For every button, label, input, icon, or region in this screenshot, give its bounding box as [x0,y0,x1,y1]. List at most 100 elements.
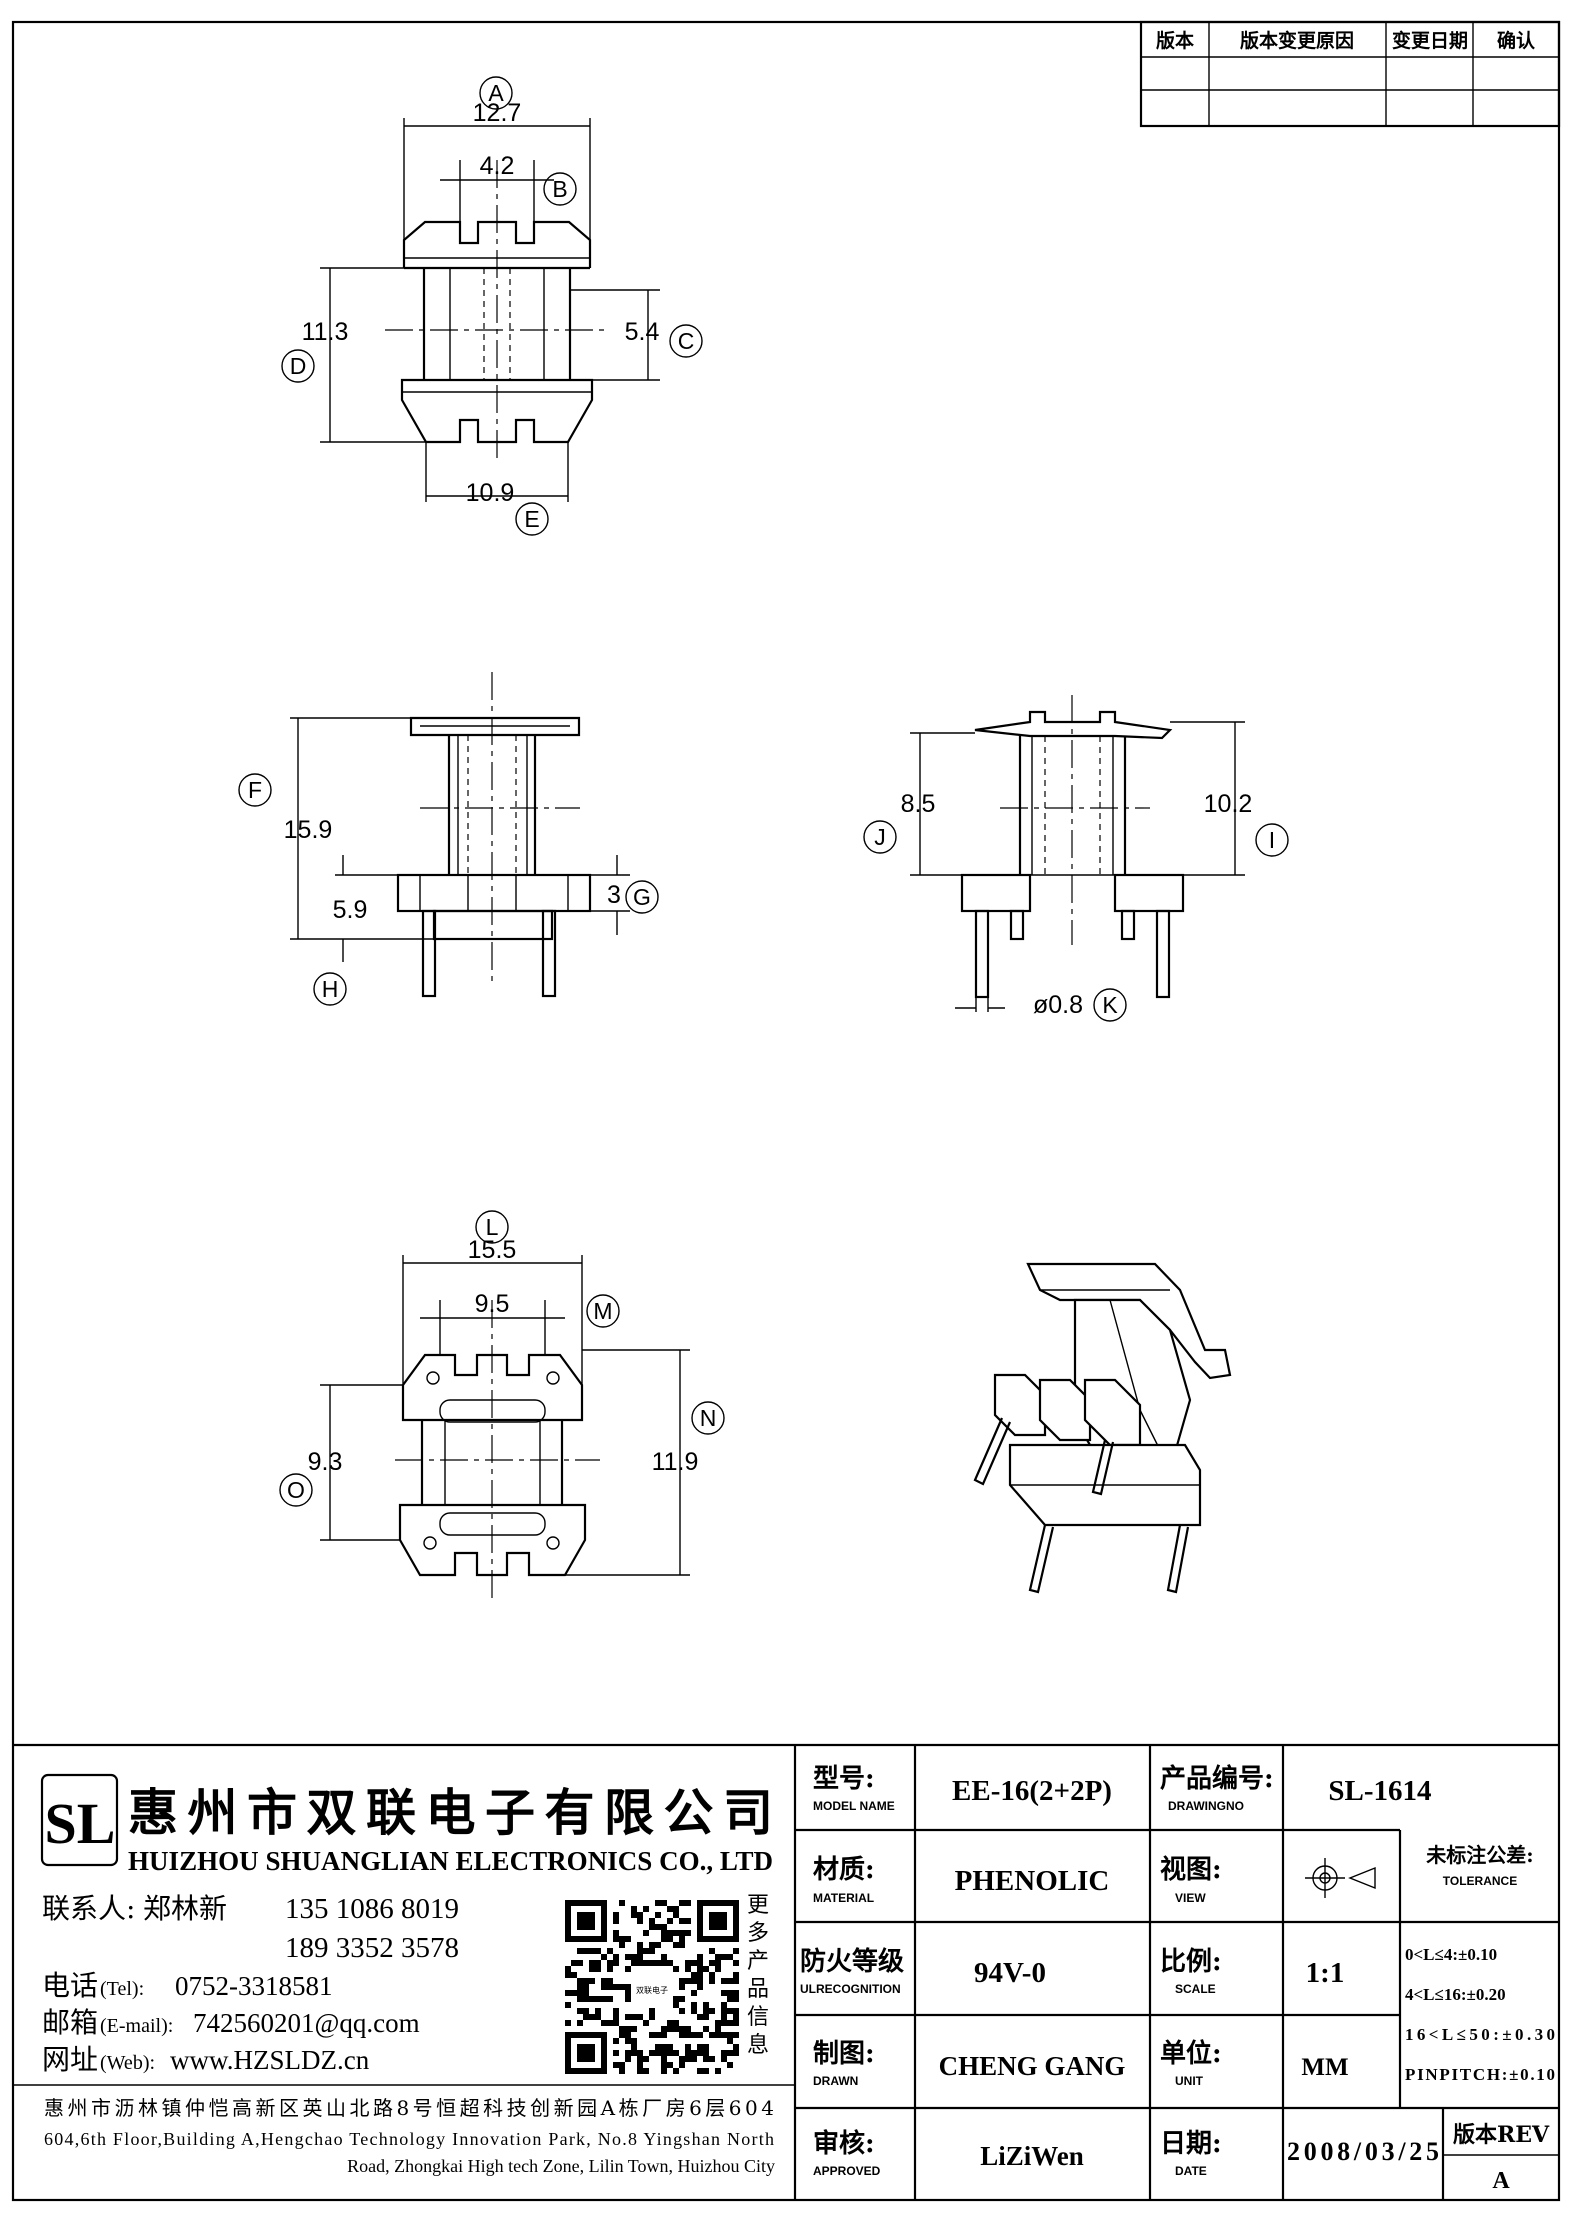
svg-text:(Web):: (Web): [100,2052,155,2074]
scale-value: 1:1 [1306,1957,1345,1989]
svg-text:ULRECOGNITION: ULRECOGNITION [800,1982,901,1996]
callout-e [515,502,549,536]
svg-text:VIEW: VIEW [1175,1891,1206,1905]
callout-l [475,1210,509,1244]
callout-b [543,172,577,206]
dim-h-value: 5.9 [333,896,368,924]
callout-h [313,972,347,1006]
svg-text:DATE: DATE [1175,2164,1207,2178]
date-value: 2008/03/25 [1287,2137,1439,2166]
approved-value: LiZiWen [980,2141,1084,2171]
callout-n [691,1401,725,1435]
callout-c [669,324,703,358]
company-name-cn: 惠州市双联电子有限公司 [128,1783,773,1842]
svg-text:D: D [290,353,307,379]
svg-text:SL: SL [45,1791,116,1856]
front-view: 15.9 F 5.9 H 3 G [238,672,659,1006]
scale-label: 比例: [1160,1947,1222,1977]
dim-g-value: 3 [607,881,621,909]
tolerance-1: 0<L≤4:±0.10 [1405,1945,1497,1964]
top-view: 12.7 A 4.2 B 11.3 D 5.4 C 10.9 E [281,76,703,536]
callout-f [238,773,272,807]
dim-n-value: 11.9 [652,1448,699,1476]
svg-text:MATERIAL: MATERIAL [813,1891,874,1905]
contact-name: 郑林新 [143,1892,227,1925]
svg-text:I: I [1269,827,1275,853]
svg-text:G: G [633,884,651,910]
svg-text:MODEL NAME: MODEL NAME [813,1799,895,1813]
rev-value: A [1492,2168,1510,2194]
dim-b-value: 4.2 [480,152,515,180]
qr-code: 双联电子 [565,1900,739,2074]
projection-symbol [1305,1858,1376,1898]
rev-header-confirm: 确认 [1497,29,1535,52]
callout-g [625,880,659,914]
web-value: www.HZSLDZ.cn [170,2045,370,2075]
callout-i [1255,823,1289,857]
rev-header-reason: 版本变更原因 [1240,29,1354,52]
tolerance-3: 16<L≤50:±0.30 [1405,2025,1555,2044]
company-info: SL 惠州市双联电子有限公司 HUIZHOU SHUANGLIAN ELECTR… [13,1773,795,2176]
rev-label: 版本REV [1453,2122,1550,2148]
address-cn: 惠州市沥林镇仲恺高新区英山北路8号恒超科技创新园A栋厂房6层604 [44,2096,774,2120]
material-value: PHENOLIC [955,1865,1110,1897]
svg-text:B: B [552,176,567,202]
callout-d [281,349,315,383]
drawn-label: 制图: [813,2039,875,2069]
dim-c-value: 5.4 [625,318,660,346]
mail-value: 742560201@qq.com [193,2008,420,2038]
fire-value: 94V-0 [974,1957,1046,1989]
rev-header-date: 变更日期 [1392,29,1468,52]
svg-text:DRAWN: DRAWN [813,2074,858,2088]
isometric-view [973,1262,1232,1594]
svg-text:UNIT: UNIT [1175,2074,1204,2088]
sheet-border [11,20,1561,2202]
dim-j-value: 8.5 [901,790,936,818]
callout-o [279,1473,313,1507]
fire-label: 防火等级 [800,1946,904,1977]
callout-j [863,820,897,854]
svg-text:H: H [322,976,339,1002]
qr-center-label: 双联电子 [636,1985,668,1995]
tel-label: 电话 [42,1969,98,2002]
svg-text:J: J [874,824,886,850]
unit-value: MM [1301,2054,1348,2081]
svg-text:K: K [1102,992,1118,1018]
model-value: EE-16(2+2P) [952,1775,1112,1807]
title-block: SL 惠州市双联电子有限公司 HUIZHOU SHUANGLIAN ELECTR… [13,1743,1559,2200]
dim-i-value: 10.2 [1204,790,1253,818]
dim-d-value: 11.3 [302,318,349,346]
svg-text:TOLERANCE: TOLERANCE [1443,1874,1517,1888]
contact-phone-1: 135 1086 8019 [285,1893,459,1925]
address-en-line-2: Road, Zhongkai High tech Zone, Lilin Tow… [347,2156,775,2176]
drawn-value: CHENG GANG [939,2051,1126,2081]
svg-text:(E-mail):: (E-mail): [100,2015,173,2037]
svg-text:C: C [678,328,695,354]
callout-m [586,1294,620,1328]
svg-text:APPROVED: APPROVED [813,2164,881,2178]
dim-a-value: 12.7 [473,99,522,127]
qr-caption: 更多产品信息 [747,1893,769,2058]
company-name-en: HUIZHOU SHUANGLIAN ELECTRONICS CO., LTD [128,1846,773,1876]
svg-text:DRAWINGNO: DRAWINGNO [1168,1799,1244,1813]
model-label: 型号: [813,1764,875,1794]
address-en-line-1: 604,6th Floor,Building A,Hengchao Techno… [44,2129,774,2149]
date-label: 日期: [1160,2129,1222,2159]
svg-text:A: A [488,80,504,106]
side-view: 8.5 J 10.2 I ø0.8 K [863,695,1289,1022]
svg-text:F: F [248,777,262,803]
web-label: 网址 [42,2043,98,2076]
callout-a [479,76,513,110]
svg-text:E: E [524,506,539,532]
dim-o-value: 9.3 [308,1448,343,1476]
tolerance-label: 未标注公差: [1426,1843,1533,1867]
drawingno-value: SL-1614 [1328,1775,1431,1807]
contact-phone-2: 189 3352 3578 [285,1932,459,1964]
mail-label: 邮箱 [42,2006,98,2039]
svg-text:L: L [486,1214,499,1240]
svg-text:SCALE: SCALE [1175,1982,1216,1996]
material-label: 材质: [813,1855,875,1885]
unit-label: 单位: [1160,2038,1222,2069]
drawingno-label: 产品编号: [1160,1763,1274,1794]
